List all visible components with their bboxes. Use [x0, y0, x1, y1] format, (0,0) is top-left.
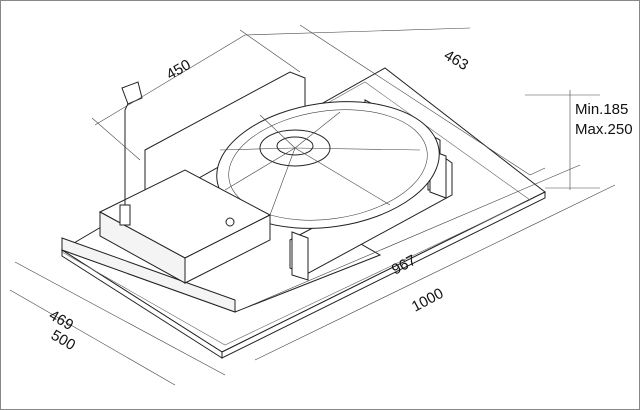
dim-1000: 1000	[409, 285, 446, 316]
dim-463: 463	[441, 47, 471, 74]
dim-min-height: Min.185	[575, 101, 628, 118]
dim-500: 500	[48, 327, 78, 354]
power-cord	[119, 81, 143, 226]
dimension-lines	[9, 24, 616, 386]
control-box	[98, 169, 272, 284]
fan-assembly	[216, 101, 440, 229]
dim-450: 450	[164, 56, 194, 83]
dim-max-height: Max.250	[575, 121, 633, 138]
